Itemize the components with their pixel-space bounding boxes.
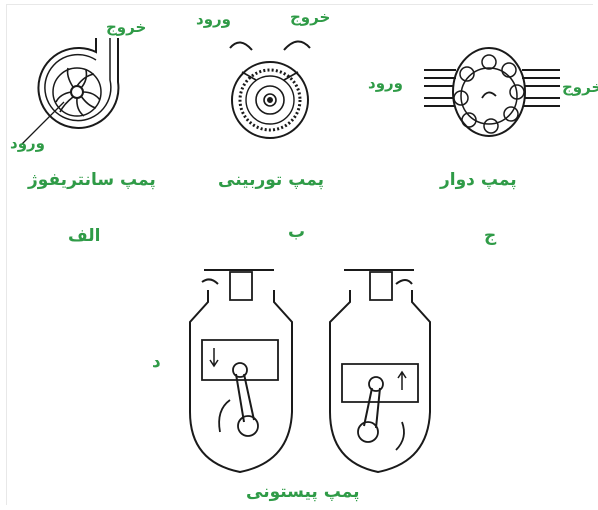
inlet-label-rotary: ورود: [368, 74, 403, 92]
letter-jim: ج: [484, 226, 496, 246]
caption-centrifugal: پمپ سانتریفوژ: [28, 170, 156, 190]
caption-piston: پمپ پیستونی: [246, 482, 360, 502]
caption-turbine: پمپ توربینی: [218, 170, 324, 190]
letter-alef: الف: [68, 226, 100, 246]
rotary-pump-drawing: [414, 40, 564, 150]
inlet-label-centrifugal: ورود: [10, 134, 45, 152]
outlet-label-turbine: خروج: [290, 8, 330, 26]
centrifugal-pump-drawing: [30, 30, 140, 150]
inlet-label-turbine: ورود: [196, 10, 231, 28]
caption-rotary: پمپ دوار: [440, 170, 517, 190]
letter-dal: د: [152, 352, 161, 372]
outlet-label-rotary: خروج: [562, 78, 598, 96]
piston-pump-drawing: [180, 262, 440, 482]
turbine-pump-drawing: [222, 28, 322, 148]
outlet-label-centrifugal: خروج: [106, 18, 146, 36]
letter-be: ب: [288, 222, 305, 242]
